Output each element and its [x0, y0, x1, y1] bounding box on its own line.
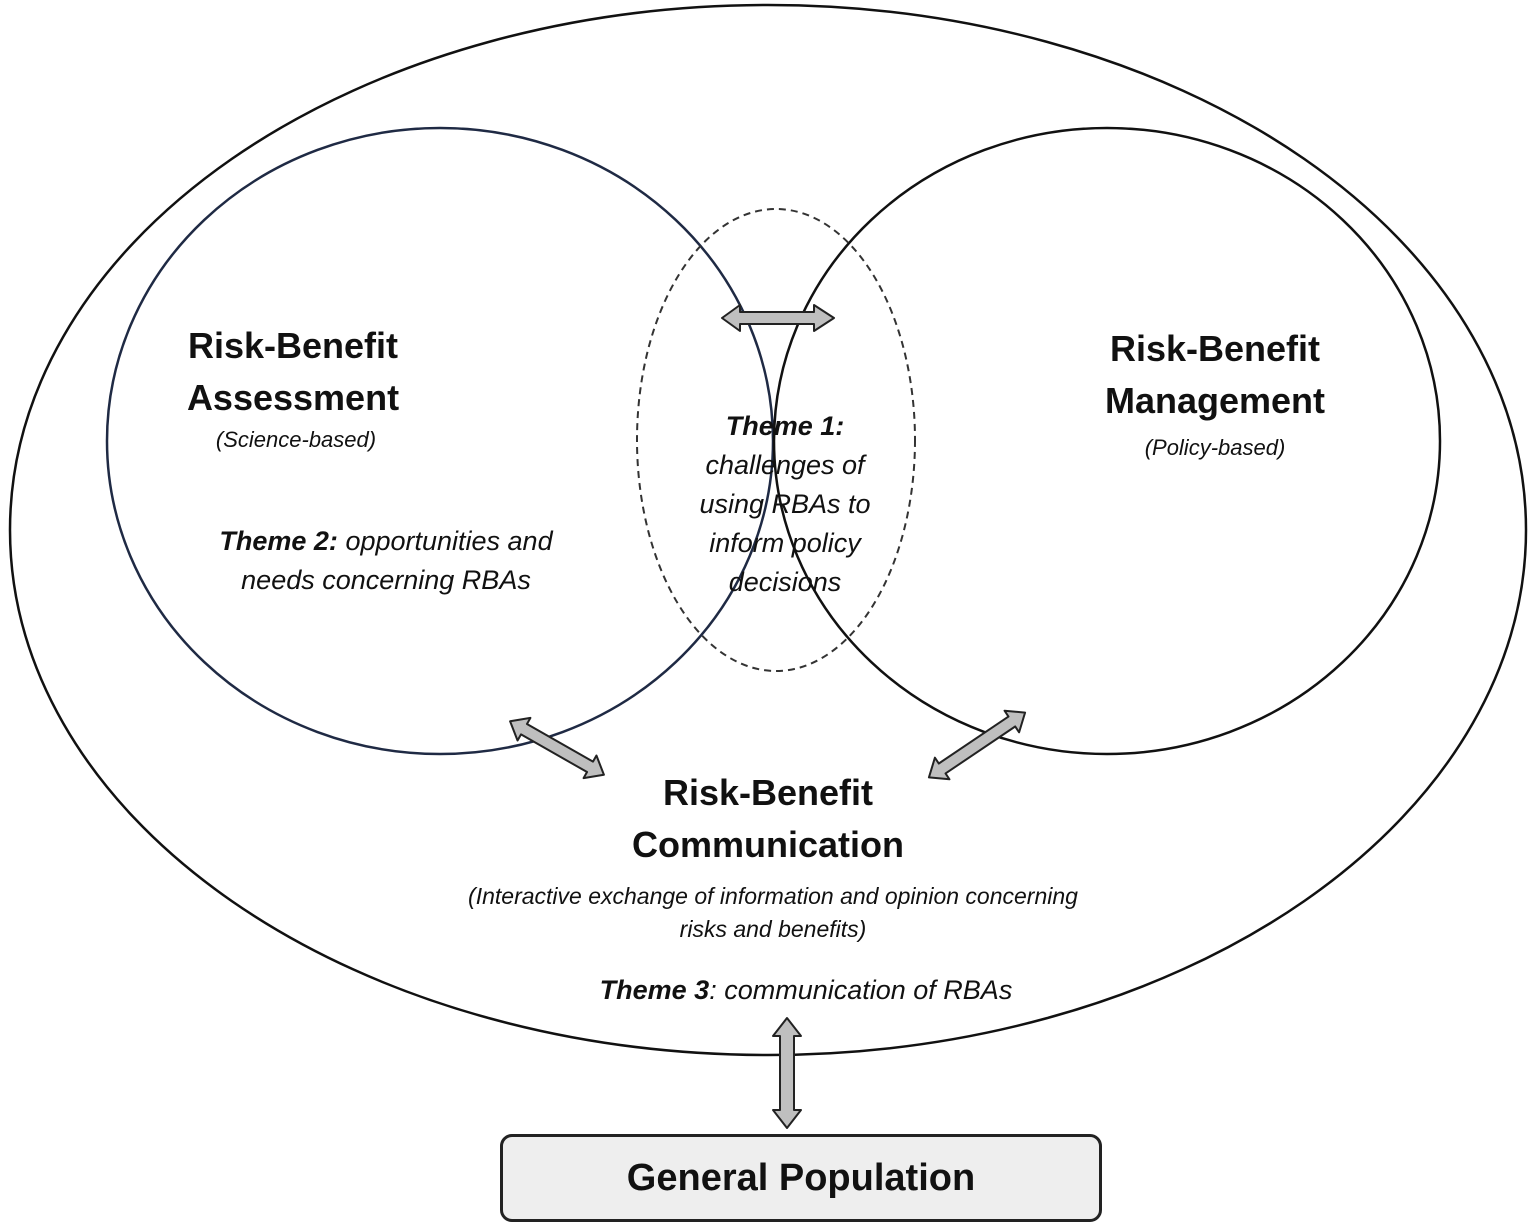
communication-title-line2: Communication [631, 824, 904, 865]
overlap-double-arrow-icon [721, 304, 835, 332]
assessment-theme-line2: needs concerning RBAs [241, 565, 531, 595]
assessment-title-line2: Assessment [186, 377, 400, 418]
management-ellipse [772, 126, 1442, 756]
assessment-title: Risk-Benefit Assessment [133, 320, 453, 424]
assessment-communication-arrow-icon [509, 716, 605, 780]
communication-title-line1: Risk-Benefit [662, 772, 874, 813]
management-title-line2: Management [1104, 380, 1326, 421]
overlap-theme-line3: inform policy [709, 528, 861, 558]
overlap-theme-line1: challenges of [705, 450, 865, 480]
communication-subtitle-line1: (Interactive exchange of information and… [468, 883, 1078, 909]
communication-theme-text: : communication of RBAs [709, 975, 1013, 1005]
overlap-theme-label: Theme 1: [725, 411, 845, 441]
overlap-theme-line2: using RBAs to [699, 489, 871, 519]
overlap-theme-line4: decisions [728, 567, 842, 597]
overlap-dashed-outline [636, 208, 916, 672]
assessment-theme-label: Theme 2: [219, 526, 338, 556]
communication-theme-label: Theme 3 [599, 975, 710, 1005]
general-population-box: General Population [500, 1134, 1102, 1222]
assessment-theme-line1: Theme 2: opportunities and [186, 522, 586, 561]
communication-subtitle: (Interactive exchange of information and… [400, 880, 1146, 946]
communication-title: Risk-Benefit Communication [568, 767, 968, 871]
assessment-theme-text-1: opportunities and [337, 526, 553, 556]
communication-ellipse [8, 3, 1528, 1057]
management-title: Risk-Benefit Management [1055, 323, 1375, 427]
general-population-label: General Population [626, 1156, 976, 1199]
communication-theme: Theme 3: communication of RBAs [506, 971, 1106, 1010]
management-subtitle: (Policy-based) [1144, 435, 1286, 460]
communication-subtitle-line2: risks and benefits) [679, 916, 867, 942]
management-title-line1: Risk-Benefit [1109, 328, 1321, 369]
management-communication-arrow-icon [927, 709, 1027, 781]
assessment-theme: Theme 2: opportunities and needs concern… [186, 522, 586, 600]
assessment-subtitle: (Science-based) [215, 427, 377, 452]
population-communication-arrow-icon [772, 1017, 802, 1129]
overlap-theme: Theme 1: challenges of using RBAs to inf… [660, 407, 910, 602]
assessment-title-line1: Risk-Benefit [187, 325, 399, 366]
